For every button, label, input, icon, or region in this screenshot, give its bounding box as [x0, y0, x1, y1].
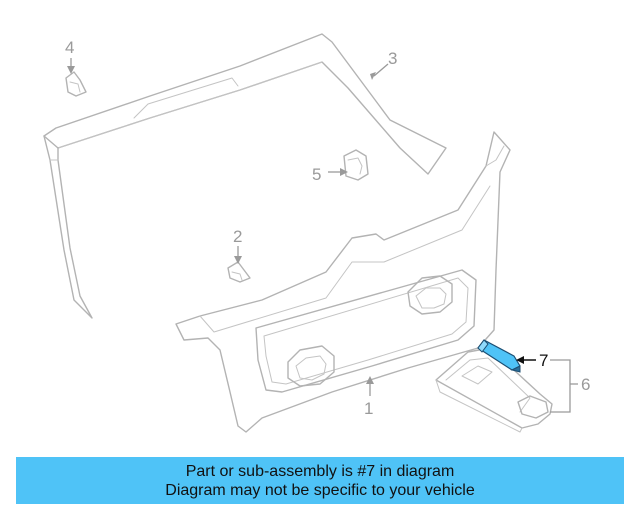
- callout-7: 7: [539, 351, 548, 370]
- bracket-part-5: [343, 149, 369, 181]
- leader-lines: [67, 58, 578, 413]
- bulb-part-7-highlighted[interactable]: [477, 339, 521, 373]
- banner-line-part-number: Part or sub-assembly is #7 in diagram: [185, 462, 455, 480]
- info-banner: Part or sub-assembly is #7 in diagram Di…: [16, 457, 624, 504]
- clip-part-4: [65, 71, 87, 97]
- parts-diagram: 4 3 5 2 1 7 6: [43, 33, 590, 433]
- callout-1: 1: [364, 399, 373, 418]
- callout-4: 4: [65, 38, 74, 57]
- lamp-housing-part-6: [435, 347, 553, 433]
- callout-6: 6: [581, 375, 590, 394]
- clip-part-2: [227, 261, 251, 283]
- upper-garnish-trim: [43, 33, 447, 319]
- callout-2: 2: [233, 227, 242, 246]
- callout-5: 5: [312, 165, 321, 184]
- banner-line-disclaimer: Diagram may not be specific to your vehi…: [165, 481, 475, 499]
- callout-3: 3: [388, 49, 397, 68]
- lower-trim-panel: [175, 131, 511, 433]
